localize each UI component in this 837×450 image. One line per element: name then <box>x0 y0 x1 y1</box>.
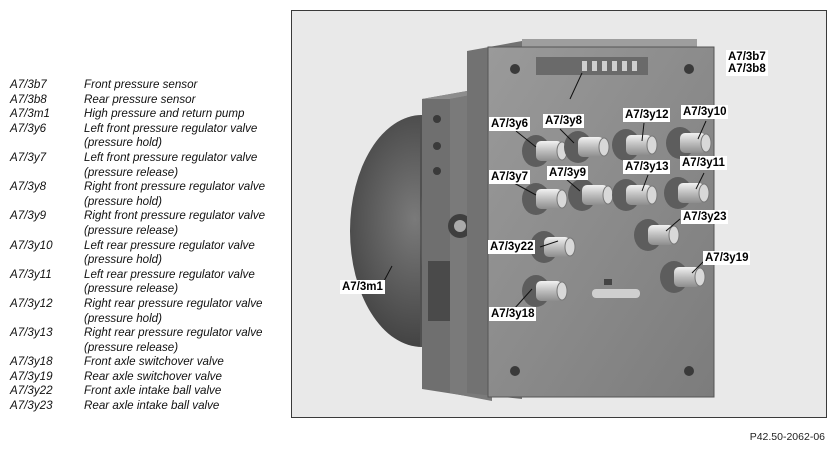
leader-y22 <box>539 240 559 248</box>
valve-cap <box>664 177 710 209</box>
legend-row: A7/3y11 Left rear pressure regulator valv… <box>10 268 274 297</box>
sensor-connector-pins <box>582 61 637 71</box>
legend-row: A7/3y19 Rear axle switchover valve <box>10 370 274 385</box>
leader-y10 <box>697 120 707 140</box>
callout-A7-3y10: A7/3y10 <box>681 105 729 119</box>
valve-cap <box>612 179 658 211</box>
leader-y18 <box>513 288 533 310</box>
legend-row: A7/3y23 Rear axle intake ball valve <box>10 399 274 414</box>
legend-row: A7/3y8 Right front pressure regulator val… <box>10 180 274 209</box>
valve-cap <box>666 127 712 159</box>
legend-code: A7/3m1 <box>10 107 50 121</box>
legend-description: Rear axle intake ball valve <box>84 399 220 413</box>
leader-m1 <box>383 265 393 282</box>
legend-description: Front pressure sensor <box>84 78 198 91</box>
legend-description: Right rear pressure regulator valve (pre… <box>84 296 263 325</box>
legend-row: A7/3b8 Rear pressure sensor <box>10 93 274 108</box>
legend-code: A7/3y12 <box>10 296 53 310</box>
legend-code: A7/3y23 <box>10 399 53 413</box>
legend-row: A7/3y18 Front axle switchover valve <box>10 355 274 370</box>
leader-y9 <box>565 178 581 192</box>
leader-lines <box>383 72 707 310</box>
legend-description: Rear axle switchover valve <box>84 369 222 383</box>
callout-A7-3y6: A7/3y6 <box>489 117 531 131</box>
valve-cap <box>530 231 576 263</box>
legend-code: A7/3y9 <box>10 209 47 223</box>
callout-A7-3b7-3b8: A7/3b7 A7/3b8 <box>726 50 768 76</box>
figure-reference-number: P42.50-2062-06 <box>749 431 825 443</box>
legend-description: Left rear pressure regulator valve (pres… <box>84 238 255 267</box>
callout-A7-3y9: A7/3y9 <box>547 166 589 180</box>
valve-cap <box>522 275 568 307</box>
callout-A7-3y23: A7/3y23 <box>681 210 729 224</box>
legend-row: A7/3y12 Right rear pressure regulator val… <box>10 297 274 326</box>
leader-y12 <box>641 122 645 142</box>
legend-description: Left rear pressure regulator valve (pres… <box>84 267 255 296</box>
legend-row: A7/3m1 High pressure and return pump <box>10 107 274 122</box>
legend-row: A7/3y6 Left front pressure regulator valv… <box>10 122 274 151</box>
leader-y11 <box>695 172 705 190</box>
valve-cap <box>612 129 658 161</box>
valve-caps <box>522 127 712 307</box>
legend-description: Left front pressure regulator valve (pre… <box>84 121 258 150</box>
legend-description: Right front pressure regulator valve (pr… <box>84 180 266 208</box>
legend-code: A7/3y8 <box>10 180 47 194</box>
legend-row: A7/3b7 Front pressure sensor <box>10 78 274 93</box>
callout-A7-3y22: A7/3y22 <box>488 240 536 254</box>
legend-description: Right rear pressure regulator valve (pre… <box>84 326 263 354</box>
legend-description: Rear pressure sensor <box>84 92 196 106</box>
hydraulic-unit-drawing <box>350 39 715 401</box>
legend-description: Front axle intake ball valve <box>84 384 222 398</box>
valve-cap <box>564 131 610 163</box>
legend-row: A7/3y10 Left rear pressure regulator valv… <box>10 239 274 268</box>
leader-b7b8 <box>569 72 583 100</box>
legend-row: A7/3y9 Right front pressure regulator val… <box>10 209 274 238</box>
callout-A7-3y19: A7/3y19 <box>703 251 751 265</box>
legend-code: A7/3y13 <box>10 326 53 340</box>
leader-y6 <box>515 130 537 148</box>
legend-code: A7/3b8 <box>10 92 47 106</box>
leader-y7 <box>513 182 537 196</box>
hydraulic-unit-figure: A7/3b7 A7/3b8 A7/3y6 A7/3y8 A7/3y12 A7/3… <box>291 10 827 418</box>
legend-code: A7/3y22 <box>10 384 53 398</box>
callout-A7-3y13: A7/3y13 <box>623 160 671 174</box>
legend-code: A7/3y7 <box>10 150 47 164</box>
callout-A7-3y18: A7/3y18 <box>489 307 537 321</box>
legend-code: A7/3y10 <box>10 238 53 252</box>
legend-row: A7/3y22 Front axle intake ball valve <box>10 384 274 399</box>
leader-y13 <box>641 174 649 192</box>
legend-row: A7/3y13 Right rear pressure regulator val… <box>10 326 274 355</box>
legend-code: A7/3y18 <box>10 355 53 369</box>
legend-description: Front axle switchover valve <box>84 355 224 369</box>
legend-code: A7/3y6 <box>10 121 47 135</box>
callout-A7-3y12: A7/3y12 <box>623 108 671 122</box>
legend-description: Left front pressure regulator valve (pre… <box>84 150 258 179</box>
slot-detail <box>592 279 640 298</box>
callout-A7-3y7: A7/3y7 <box>489 170 531 184</box>
valve-block-face <box>467 39 715 399</box>
callout-A7-3y11: A7/3y11 <box>680 156 727 170</box>
leader-y23 <box>665 218 681 232</box>
legend-description: Right front pressure regulator valve (pr… <box>84 209 266 237</box>
callout-A7-3y8: A7/3y8 <box>543 114 585 128</box>
legend-row: A7/3y7 Left front pressure regulator valv… <box>10 151 274 180</box>
legend-code: A7/3y19 <box>10 369 53 383</box>
legend-description: High pressure and return pump <box>84 107 245 121</box>
leader-y8 <box>559 128 575 144</box>
callout-A7-3m1: A7/3m1 <box>340 280 385 294</box>
legend-code: A7/3y11 <box>10 267 52 281</box>
legend-code: A7/3b7 <box>10 78 47 91</box>
